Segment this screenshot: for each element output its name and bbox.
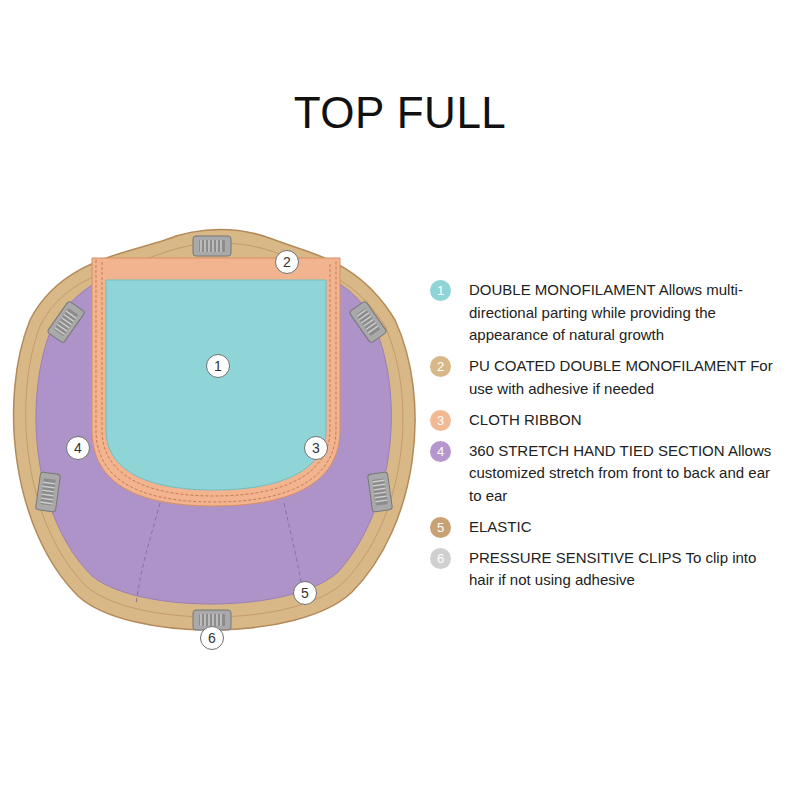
monofilament-top: [106, 280, 326, 490]
legend-swatch: 2: [430, 356, 451, 377]
callout-circle: 6: [200, 626, 224, 650]
callout-number: 4: [74, 441, 82, 455]
elastic-inner-line: [26, 243, 403, 617]
legend-row: 1 DOUBLE MONOFILAMENT Allows multi-direct…: [430, 279, 780, 347]
legend-swatch: 4: [430, 441, 451, 462]
callout-number: 4: [437, 445, 444, 458]
legend: 1 DOUBLE MONOFILAMENT Allows multi-direct…: [430, 279, 780, 592]
callout-circle: 1: [206, 354, 230, 378]
callout-number: 3: [312, 441, 320, 455]
legend-text: DOUBLE MONOFILAMENT Allows multi-directi…: [469, 279, 780, 347]
pressure-clip: [193, 236, 231, 256]
diagram-title: TOP FULL: [0, 88, 800, 138]
legend-text: PU COATED DOUBLE MONOFILAMENT For use wi…: [469, 355, 780, 400]
cloth-ribbon: [92, 258, 340, 506]
legend-swatch: 6: [430, 548, 451, 569]
callout-number: 6: [208, 631, 216, 645]
legend-text: PRESSURE SENSITIVE CLIPS To clip into ha…: [469, 547, 780, 592]
callout-number: 2: [437, 360, 444, 373]
legend-row: 2 PU COATED DOUBLE MONOFILAMENT For use w…: [430, 355, 780, 400]
callout-number: 1: [214, 359, 222, 373]
ribbon-stitch: [102, 262, 330, 496]
ribbon-stitch: [96, 260, 336, 502]
legend-row: 5 ELASTIC: [430, 516, 780, 539]
pressure-clip: [367, 472, 392, 512]
legend-text: ELASTIC: [469, 516, 780, 539]
callout-number: 6: [437, 552, 444, 565]
callout-circle: 4: [66, 436, 90, 460]
legend-row: 4 360 STRETCH HAND TIED SECTION Allows cu…: [430, 440, 780, 508]
callout-number: 1: [437, 284, 444, 297]
pressure-clip: [47, 301, 85, 344]
elastic-outer: [14, 230, 416, 631]
callout-circle: 5: [293, 581, 317, 605]
callout-number: 2: [283, 255, 291, 269]
callout-number: 5: [301, 586, 309, 600]
callout-number: 3: [437, 414, 444, 427]
legend-swatch: 3: [430, 410, 451, 431]
legend-text: CLOTH RIBBON: [469, 409, 780, 432]
legend-text: 360 STRETCH HAND TIED SECTION Allows cus…: [469, 440, 780, 508]
pressure-clip: [35, 472, 60, 512]
legend-row: 3 CLOTH RIBBON: [430, 409, 780, 432]
legend-swatch: 5: [430, 517, 451, 538]
pressure-clip: [349, 301, 387, 344]
callout-circle: 3: [304, 436, 328, 460]
legend-swatch: 1: [430, 280, 451, 301]
callout-number: 5: [437, 521, 444, 534]
legend-row: 6 PRESSURE SENSITIVE CLIPS To clip into h…: [430, 547, 780, 592]
callout-circle: 2: [275, 250, 299, 274]
stretch-seam: [136, 503, 160, 605]
